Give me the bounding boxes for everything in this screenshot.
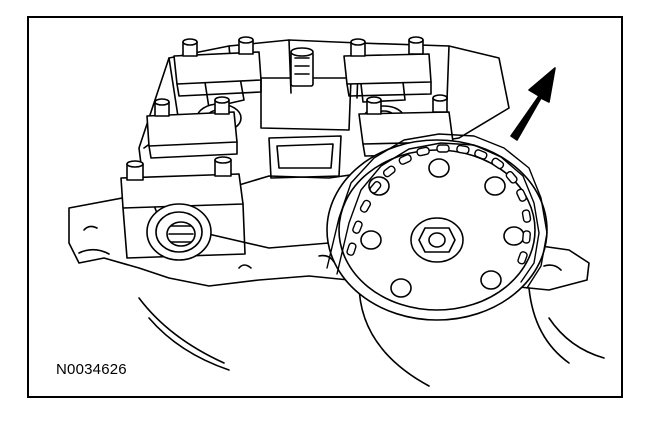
bearing-cap-mid-left — [146, 96, 238, 159]
illustration-frame: N0034626 — [27, 16, 623, 398]
engine-timing-illustration — [68, 36, 605, 387]
timing-chain — [326, 133, 548, 289]
figure-id-label: N0034626 — [56, 361, 127, 378]
front-bearing-cap — [120, 156, 246, 261]
bearing-cap-rear-right — [343, 36, 432, 97]
camshaft-sprocket — [326, 139, 548, 321]
bearing-cap-rear-left — [173, 36, 262, 97]
indicator-arrow — [510, 67, 556, 141]
